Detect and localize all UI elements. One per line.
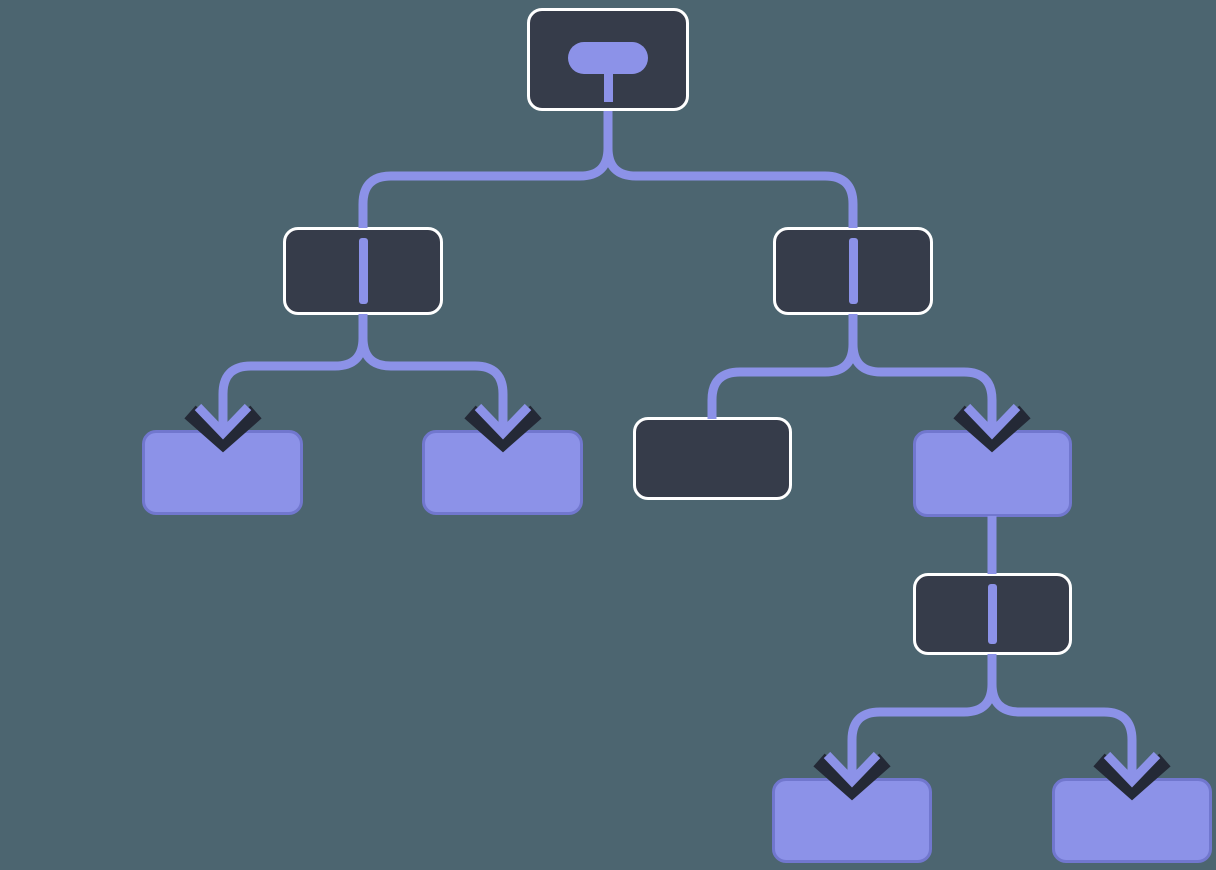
vertical-bar-icon [358, 238, 368, 304]
node-leaf-c [913, 430, 1072, 517]
node-root [527, 8, 689, 111]
node-branch-right [773, 227, 933, 315]
vertical-bar-icon [988, 584, 997, 644]
node-leaf-b [422, 430, 583, 515]
node-leaf-a [142, 430, 303, 515]
node-leaf-e [1052, 778, 1212, 863]
node-leaf-d [772, 778, 932, 863]
node-branch-left [283, 227, 443, 315]
root-stem [603, 72, 613, 102]
vertical-bar-icon [848, 238, 858, 304]
root-pill-icon [568, 42, 648, 74]
node-dark-plain [633, 417, 792, 500]
node-branch-bottom [913, 573, 1072, 655]
